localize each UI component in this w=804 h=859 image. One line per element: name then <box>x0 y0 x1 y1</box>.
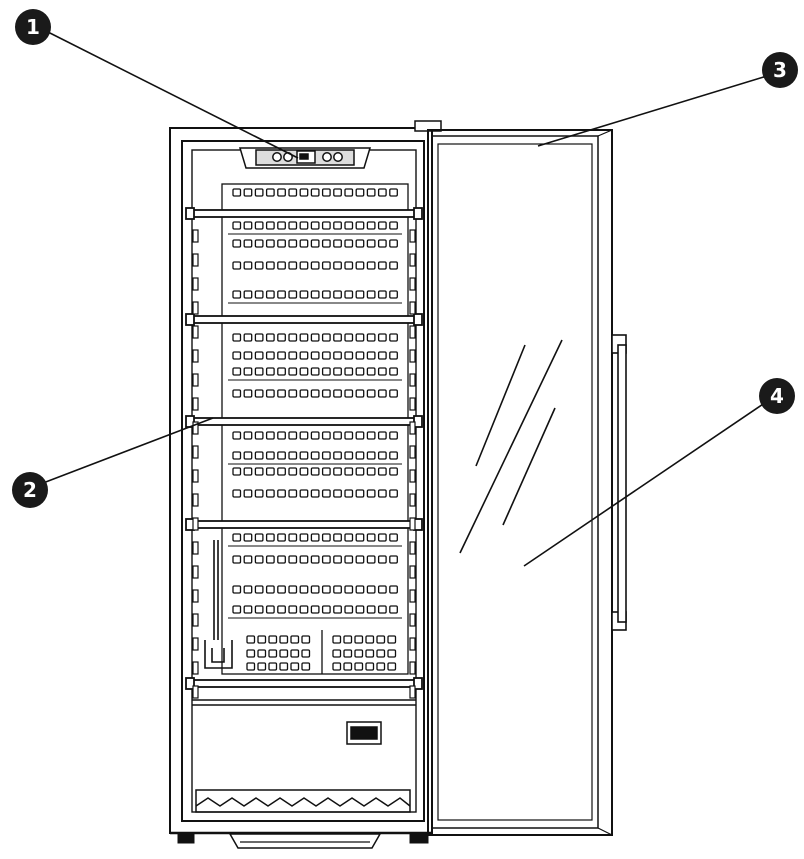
shelf <box>185 518 423 531</box>
vent-row <box>232 333 398 342</box>
vent-row <box>228 367 402 381</box>
callout-4: 4 <box>759 378 795 414</box>
shelf <box>185 207 423 220</box>
shelf <box>185 415 423 428</box>
vent-row <box>232 555 398 564</box>
vent-row <box>232 188 398 197</box>
vent-row <box>232 389 398 398</box>
vent-row <box>232 351 398 360</box>
feet <box>177 832 429 849</box>
leader-line-4 <box>523 395 776 567</box>
sensor-bracket <box>204 540 233 669</box>
callout-2: 2 <box>12 472 48 508</box>
callout-3-label: 3 <box>773 58 787 82</box>
cabinet-liner <box>191 149 417 813</box>
vent-row-lower <box>246 649 397 658</box>
leader-lines <box>29 27 781 567</box>
vent-row <box>232 467 398 476</box>
callout-2-label: 2 <box>23 478 37 502</box>
vent-row-lower <box>246 635 397 644</box>
door-outer-frame <box>427 129 613 836</box>
vent-row <box>232 239 398 248</box>
vent-row-lower <box>246 662 397 671</box>
vent-row <box>232 489 398 498</box>
vent-row <box>232 261 398 270</box>
callout-1: 1 <box>15 9 51 45</box>
door-inner-frame <box>431 135 599 829</box>
door-glass <box>437 143 593 821</box>
callout-1-label: 1 <box>26 15 40 39</box>
leader-line-3 <box>537 71 781 147</box>
door-handle <box>611 334 627 631</box>
vent-row <box>232 585 398 594</box>
vent-row <box>228 533 402 547</box>
side-rails <box>192 229 416 699</box>
back-panel <box>221 183 409 675</box>
callout-3: 3 <box>762 52 798 88</box>
vent-row <box>228 605 402 619</box>
cabinet-inner-frame <box>181 140 425 822</box>
leader-line-2 <box>29 417 214 489</box>
glass-reflection <box>459 339 563 554</box>
callout-4-label: 4 <box>770 384 784 408</box>
vent-row <box>228 290 402 304</box>
base-grille <box>195 797 411 807</box>
lower-compartment <box>192 699 416 813</box>
control-panel <box>238 147 372 169</box>
leader-line-1 <box>39 27 299 159</box>
shelves <box>185 207 423 690</box>
vent-row <box>228 451 402 465</box>
glass-door <box>427 129 613 836</box>
vent-row <box>232 431 398 440</box>
shelf <box>185 313 423 326</box>
vent-row <box>228 221 402 235</box>
shelf <box>185 677 423 690</box>
